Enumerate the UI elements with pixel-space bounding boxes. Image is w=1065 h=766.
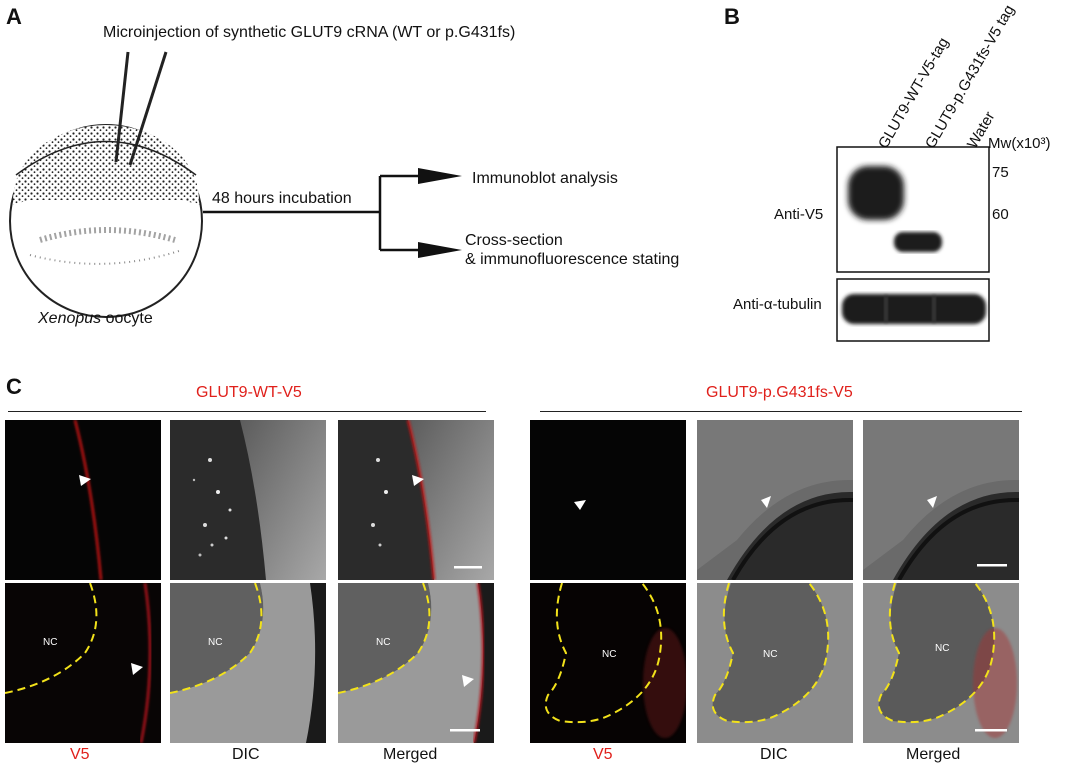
caption-g431fs-merged: Merged bbox=[906, 746, 961, 763]
nc-label: NC bbox=[43, 637, 57, 648]
band-tubulin bbox=[842, 294, 986, 324]
nc-label: NC bbox=[935, 643, 949, 654]
oocyte-illustration bbox=[9, 124, 203, 318]
tile-wt-v5-bottom: NC bbox=[5, 583, 161, 743]
tile-g431fs-merged-top bbox=[863, 420, 1019, 580]
arrowhead-marker bbox=[761, 496, 771, 508]
caption-wt-dic: DIC bbox=[232, 746, 260, 763]
mw-marker-75: 75 bbox=[992, 164, 1009, 181]
tile-wt-merged-top bbox=[338, 420, 494, 580]
incubation-text: 48 hours incubation bbox=[212, 190, 352, 207]
scale-bar bbox=[450, 729, 480, 732]
injection-text: Microinjection of synthetic GLUT9 cRNA (… bbox=[103, 24, 516, 41]
panel-b-label: B bbox=[724, 4, 740, 29]
tile-wt-dic-bottom: NC bbox=[170, 583, 326, 743]
group-rule-g431fs bbox=[540, 411, 1022, 412]
band-g431fs-v5 bbox=[894, 232, 942, 252]
nc-label: NC bbox=[208, 637, 222, 648]
arrowhead-marker bbox=[927, 496, 937, 508]
tile-g431fs-v5-bottom: NC bbox=[530, 583, 686, 743]
arrow-head-1 bbox=[418, 168, 462, 184]
arrowhead-marker bbox=[412, 475, 424, 486]
tile-g431fs-v5-top bbox=[530, 420, 686, 580]
needle-2 bbox=[128, 51, 168, 166]
arrow-head-2 bbox=[418, 242, 462, 258]
tile-g431fs-dic-top bbox=[697, 420, 853, 580]
scale-bar bbox=[977, 564, 1007, 567]
tile-wt-merged-bottom: NC bbox=[338, 583, 494, 743]
arrowhead-marker bbox=[462, 675, 474, 687]
immunofluorescence-text: & immunofluorescence stating bbox=[465, 251, 680, 268]
scale-bar bbox=[454, 566, 482, 569]
nc-label: NC bbox=[376, 637, 390, 648]
panel-a-diagram bbox=[9, 51, 462, 318]
anti-v5-label: Anti-V5 bbox=[774, 206, 824, 223]
oocyte-caption: Xenopus oocyte bbox=[38, 310, 153, 328]
mw-marker-60: 60 bbox=[992, 206, 1009, 223]
anti-tubulin-label: Anti-α-tubulin bbox=[733, 296, 822, 313]
caption-wt-merged: Merged bbox=[383, 746, 438, 763]
arrowhead-marker bbox=[131, 663, 143, 675]
tile-wt-v5-top bbox=[5, 420, 161, 580]
oocyte-caption-rest: oocyte bbox=[101, 310, 153, 327]
tile-g431fs-merged-bottom: NC bbox=[863, 583, 1019, 743]
cross-section-text: Cross-section bbox=[465, 232, 563, 249]
mw-label: Mw(x10³) bbox=[988, 135, 1051, 152]
needle-1 bbox=[114, 51, 130, 163]
oocyte-caption-italic: Xenopus bbox=[38, 310, 102, 327]
band-wt-v5 bbox=[848, 166, 904, 220]
arrowhead-marker bbox=[79, 475, 91, 486]
caption-g431fs-v5: V5 bbox=[593, 746, 613, 763]
arrowhead-marker bbox=[574, 500, 586, 510]
tile-wt-dic-top bbox=[170, 420, 326, 580]
panel-c-label: C bbox=[6, 374, 22, 399]
western-blot bbox=[836, 146, 990, 342]
caption-wt-v5: V5 bbox=[70, 746, 90, 763]
group-rule-wt bbox=[8, 411, 486, 412]
lane-label-g431fs: GLUT9-p.G431fs-V5 tag bbox=[922, 2, 1019, 152]
group-title-g431fs: GLUT9-p.G431fs-V5 bbox=[706, 384, 853, 401]
nc-label: NC bbox=[763, 649, 777, 660]
scale-bar bbox=[975, 729, 1007, 732]
group-title-wt: GLUT9-WT-V5 bbox=[196, 384, 302, 401]
immunoblot-text: Immunoblot analysis bbox=[472, 170, 618, 187]
caption-g431fs-dic: DIC bbox=[760, 746, 788, 763]
panel-a-label: A bbox=[6, 4, 22, 29]
tile-g431fs-dic-bottom: NC bbox=[697, 583, 853, 743]
nc-label: NC bbox=[602, 649, 616, 660]
